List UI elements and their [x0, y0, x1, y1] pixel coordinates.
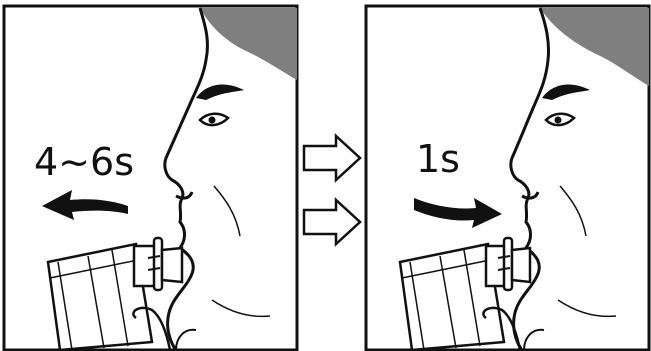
pupil — [555, 117, 562, 124]
sequence-connector — [300, 130, 364, 250]
exhale-duration-label: 4~6s — [34, 143, 134, 181]
inhale-duration-label: 1s — [416, 140, 460, 178]
pupil — [209, 117, 216, 124]
inhale-panel — [364, 0, 651, 351]
right-arrow-icon — [304, 136, 360, 180]
right-arrow-icon — [304, 200, 360, 244]
